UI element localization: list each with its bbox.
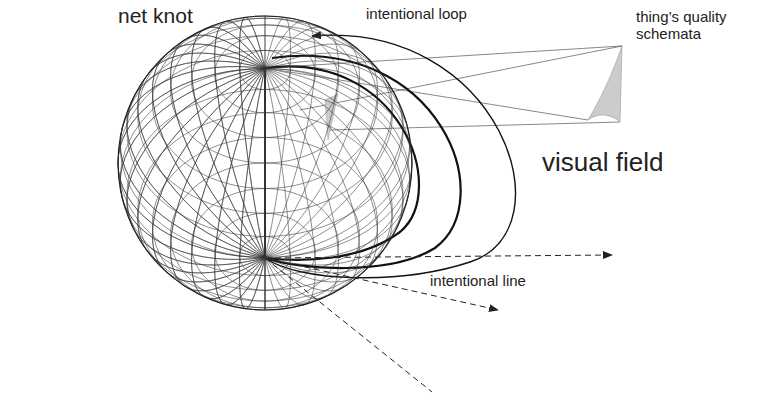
longitude-line [240,17,291,308]
node-heading: net knot [118,4,193,28]
annotation-label: intentional loop [366,5,467,22]
region-shape [100,110,768,395]
sphere-wireframe [117,15,413,311]
intentional-lines [265,255,612,392]
sphere-outline [118,16,412,310]
schemata-lines [265,46,622,130]
visual-field-region: visual field [100,110,768,395]
annotation-label: intentional line [430,272,526,289]
annotation-label: thing’s quality schemata [636,8,754,43]
quality-schema-shape [588,46,622,122]
visual-field-blob [108,114,761,395]
wireframe-lines [118,16,412,310]
net-knot-sphere: net knot [117,15,413,311]
region-label: visual field [542,148,663,178]
longitude-line [240,17,291,308]
